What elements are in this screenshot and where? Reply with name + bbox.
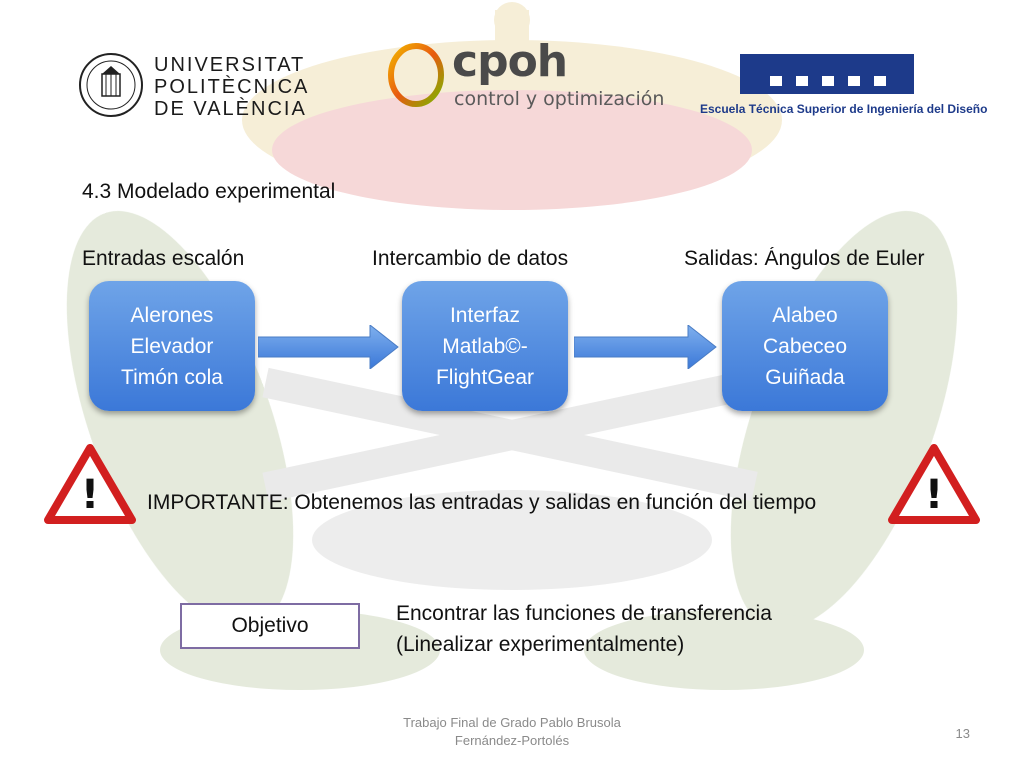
page-number: 13 — [955, 726, 970, 741]
objective-line-1: Encontrar las funciones de transferencia — [396, 602, 772, 625]
etsid-logo-block — [740, 54, 914, 94]
important-note: IMPORTANTE: Obtenemos las entradas y sal… — [147, 491, 817, 514]
warning-icon: ! — [44, 444, 136, 524]
inputs-node-line-1: Alerones — [130, 303, 214, 327]
upv-wordmark: UNIVERSITAT POLITÈCNICA DE VALÈNCIA — [154, 54, 309, 120]
cpoh-ring-logo — [388, 43, 444, 107]
outputs-node-line-2: Cabeceo — [762, 334, 848, 358]
upv-line-1: UNIVERSITAT — [154, 54, 306, 76]
etsid-name: Escuela Técnica Superior de Ingeniería d… — [700, 102, 988, 116]
upv-line-3: DE VALÈNCIA — [154, 98, 307, 120]
interface-node-line-3: FlightGear — [435, 365, 535, 389]
objective-line-2: (Linealizar experimentalmente) — [396, 633, 685, 656]
objective-box: Objetivo — [180, 603, 360, 649]
footer-text: Trabajo Final de Grado Pablo Brusola Fer… — [403, 715, 621, 748]
outputs-label: Salidas: Ángulos de Euler — [684, 247, 925, 270]
inputs-node-line-3: Timón cola — [121, 365, 223, 389]
interface-node-line-1: Interfaz — [449, 303, 521, 327]
warning-mark-left: ! — [81, 472, 99, 518]
objective-text: Encontrar las funciones de transferencia… — [396, 598, 772, 660]
cpoh-tagline: control y optimización — [454, 88, 665, 110]
upv-seal-logo — [79, 53, 143, 117]
outputs-node: Alabeo Cabeceo Guiñada — [722, 281, 888, 411]
interface-node: Interfaz Matlab©- FlightGear — [402, 281, 568, 411]
arrow-right-icon — [258, 325, 399, 369]
inputs-node-line-2: Elevador — [130, 334, 214, 358]
slide-title: 4.3 Modelado experimental — [82, 180, 336, 203]
arrow-right-icon — [574, 325, 717, 369]
warning-icon: ! — [888, 444, 980, 524]
outputs-node-line-3: Guiñada — [765, 365, 845, 389]
inputs-node: Alerones Elevador Timón cola — [89, 281, 255, 411]
outputs-node-line-1: Alabeo — [772, 303, 838, 327]
cpoh-wordmark: cpoh — [452, 36, 568, 87]
inputs-label: Entradas escalón — [82, 247, 245, 270]
exchange-label: Intercambio de datos — [372, 247, 569, 270]
warning-mark-right: ! — [925, 472, 943, 518]
interface-node-line-2: Matlab©- — [442, 334, 528, 358]
upv-line-2: POLITÈCNICA — [154, 76, 310, 98]
etsid-logo-squares — [770, 76, 886, 86]
